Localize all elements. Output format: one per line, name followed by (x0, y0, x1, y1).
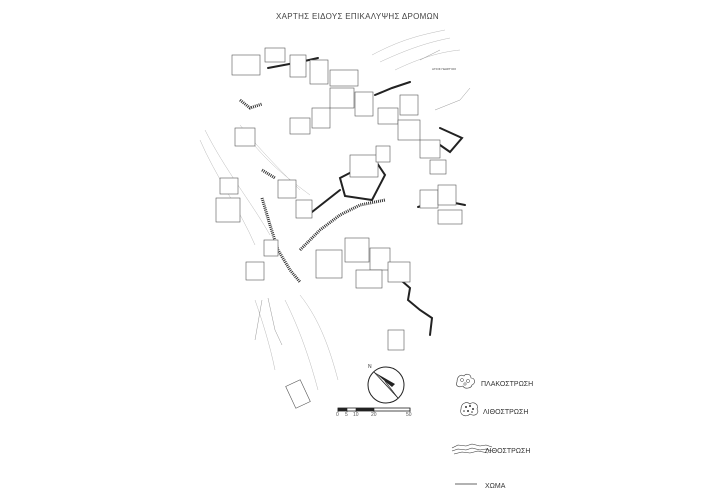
scale-tick-0: 0 (336, 412, 339, 418)
legend-item-stone-linear: ΛΙΘΟΣΤΡΩΣΗ (455, 443, 575, 463)
north-arrow-label: N (368, 364, 372, 370)
legend-item-paving: ΠΛΑΚΟΣΤΡΩΣΗ (455, 376, 575, 396)
legend-label-stone: ΛΙΘΟΣΤΡΩΣΗ (483, 409, 529, 416)
road-east-loop (439, 127, 464, 154)
scale-tick-2: 10 (353, 412, 359, 418)
scale-bar (337, 407, 411, 412)
legend-swatch-stone-linear (451, 443, 493, 455)
road-south-east (394, 274, 434, 336)
buildings (215, 47, 463, 409)
legend-label-paving: ΠΛΑΚΟΣΤΡΩΣΗ (481, 381, 534, 388)
legend-item-soil: ΧΩΜΑ (455, 478, 575, 498)
road-mid (311, 189, 341, 213)
map-title: ΧΑΡΤΗΣ ΕΙΔΟΥΣ ΕΠΙΚΑΛΥΨΗΣ ΔΡΟΜΩΝ (276, 12, 439, 21)
scale-tick-3: 20 (371, 412, 377, 418)
legend-label-stone-linear: ΛΙΘΟΣΤΡΩΣΗ (485, 448, 531, 455)
road-ne (374, 81, 411, 96)
legend-swatch-pebble (456, 373, 475, 389)
legend-label-soil: ΧΩΜΑ (485, 483, 506, 490)
legend-item-stone: ΛΙΘΟΣΤΡΩΣΗ (455, 404, 575, 424)
legend-swatch-stone-dense (460, 402, 479, 417)
footpaths (254, 49, 471, 346)
scale-tick-1: 5 (345, 412, 348, 418)
north-arrow: N (367, 364, 405, 404)
place-label-ne: ΑΓΙΟΣ ΓΕΩΡΓΙΟΣ (432, 67, 456, 71)
scale-tick-4: 50 (406, 412, 412, 418)
